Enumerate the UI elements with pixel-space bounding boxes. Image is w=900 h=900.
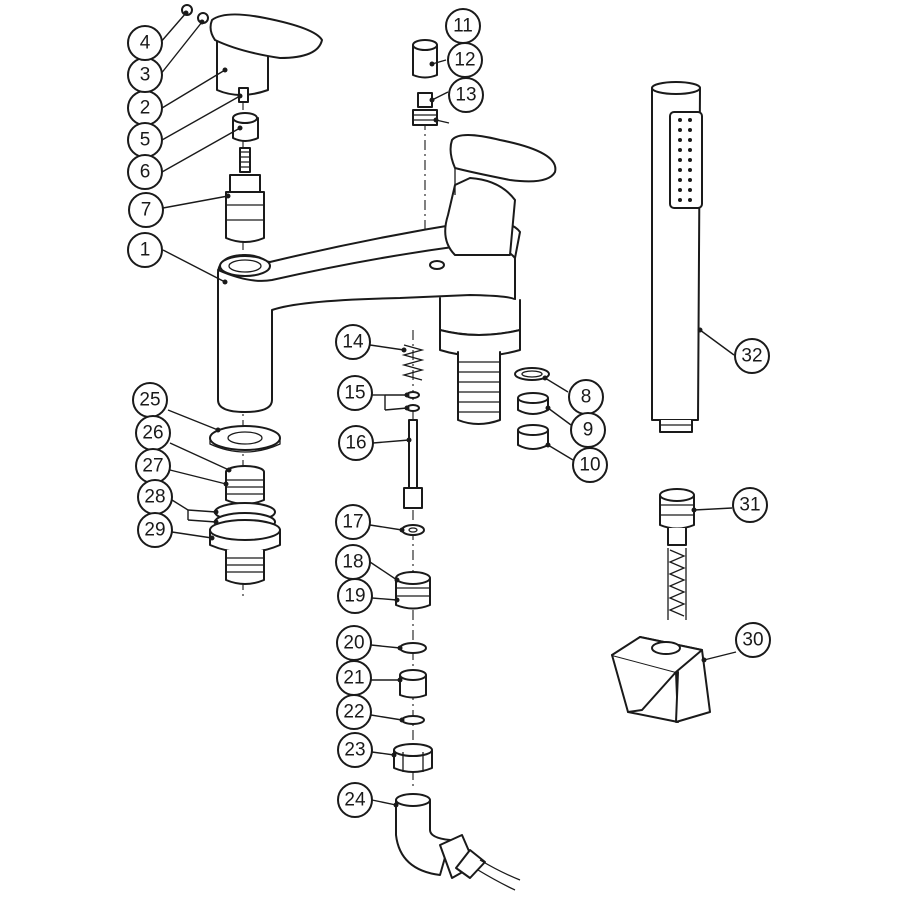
svg-text:14: 14: [342, 332, 364, 353]
svg-text:13: 13: [455, 85, 476, 106]
svg-text:23: 23: [344, 740, 365, 761]
svg-text:15: 15: [344, 383, 365, 404]
callout-22: 22: [336, 694, 372, 730]
callout-15: 15: [337, 375, 373, 411]
callout-28: 28: [137, 479, 173, 515]
callout-18: 18: [335, 544, 371, 580]
callout-27: 27: [135, 448, 171, 484]
diverter-knob: [412, 39, 438, 126]
callout-21: 21: [336, 660, 372, 696]
left-base-fittings: [209, 425, 281, 585]
callout-30: 30: [735, 622, 771, 658]
hand-shower: [651, 81, 703, 433]
svg-text:7: 7: [141, 200, 152, 221]
svg-text:18: 18: [342, 552, 363, 573]
svg-text:27: 27: [142, 456, 163, 477]
callout-19: 19: [337, 578, 373, 614]
svg-text:1: 1: [140, 240, 151, 261]
left-handle: [181, 4, 323, 142]
svg-text:24: 24: [344, 790, 366, 811]
callout-4: 4: [127, 25, 163, 61]
svg-text:21: 21: [343, 668, 364, 689]
callout-26: 26: [135, 415, 171, 451]
shower-hose: [659, 488, 695, 620]
svg-text:20: 20: [343, 633, 364, 654]
callout-14: 14: [335, 324, 371, 360]
svg-text:5: 5: [140, 130, 151, 151]
svg-text:28: 28: [144, 487, 165, 508]
callout-31: 31: [732, 487, 768, 523]
callout-5: 5: [127, 122, 163, 158]
callout-8: 8: [568, 379, 604, 415]
callout-1: 1: [127, 232, 163, 268]
svg-text:4: 4: [140, 33, 151, 54]
callout-25: 25: [132, 382, 168, 418]
svg-text:17: 17: [342, 512, 363, 533]
svg-text:11: 11: [453, 16, 473, 37]
callout-29: 29: [137, 512, 173, 548]
callout-7: 7: [128, 192, 164, 228]
callout-32: 32: [734, 338, 770, 374]
callout-20: 20: [336, 625, 372, 661]
callout-13: 13: [448, 77, 484, 113]
callout-6: 6: [127, 154, 163, 190]
callout-11: 11: [445, 8, 481, 44]
svg-text:3: 3: [140, 65, 151, 86]
callout-16: 16: [338, 425, 374, 461]
svg-text:2: 2: [140, 98, 151, 119]
wall-bracket: [611, 636, 711, 723]
svg-text:32: 32: [741, 346, 762, 367]
svg-text:6: 6: [140, 162, 151, 183]
svg-text:29: 29: [144, 520, 165, 541]
svg-text:31: 31: [739, 495, 760, 516]
svg-text:26: 26: [142, 423, 163, 444]
callout-3: 3: [127, 57, 163, 93]
svg-text:9: 9: [583, 420, 594, 441]
callout-24: 24: [337, 782, 373, 818]
svg-text:25: 25: [139, 390, 160, 411]
tap-body: [217, 134, 557, 425]
svg-text:19: 19: [344, 586, 365, 607]
svg-text:30: 30: [742, 630, 763, 651]
callout-17: 17: [335, 504, 371, 540]
svg-text:22: 22: [343, 702, 364, 723]
diverter-fittings: [393, 571, 521, 891]
leader-lines: [159, 12, 737, 806]
svg-text:10: 10: [579, 455, 600, 476]
leader-dots: [183, 10, 707, 808]
shower-nozzle-dots: [678, 118, 692, 202]
callout-10: 10: [572, 447, 608, 483]
svg-text:16: 16: [345, 433, 366, 454]
callout-9: 9: [570, 412, 606, 448]
svg-text:8: 8: [581, 387, 592, 408]
callout-2: 2: [127, 90, 163, 126]
callout-12: 12: [447, 42, 483, 78]
callout-23: 23: [337, 732, 373, 768]
svg-text:12: 12: [454, 50, 475, 71]
cartridge: [225, 147, 265, 243]
